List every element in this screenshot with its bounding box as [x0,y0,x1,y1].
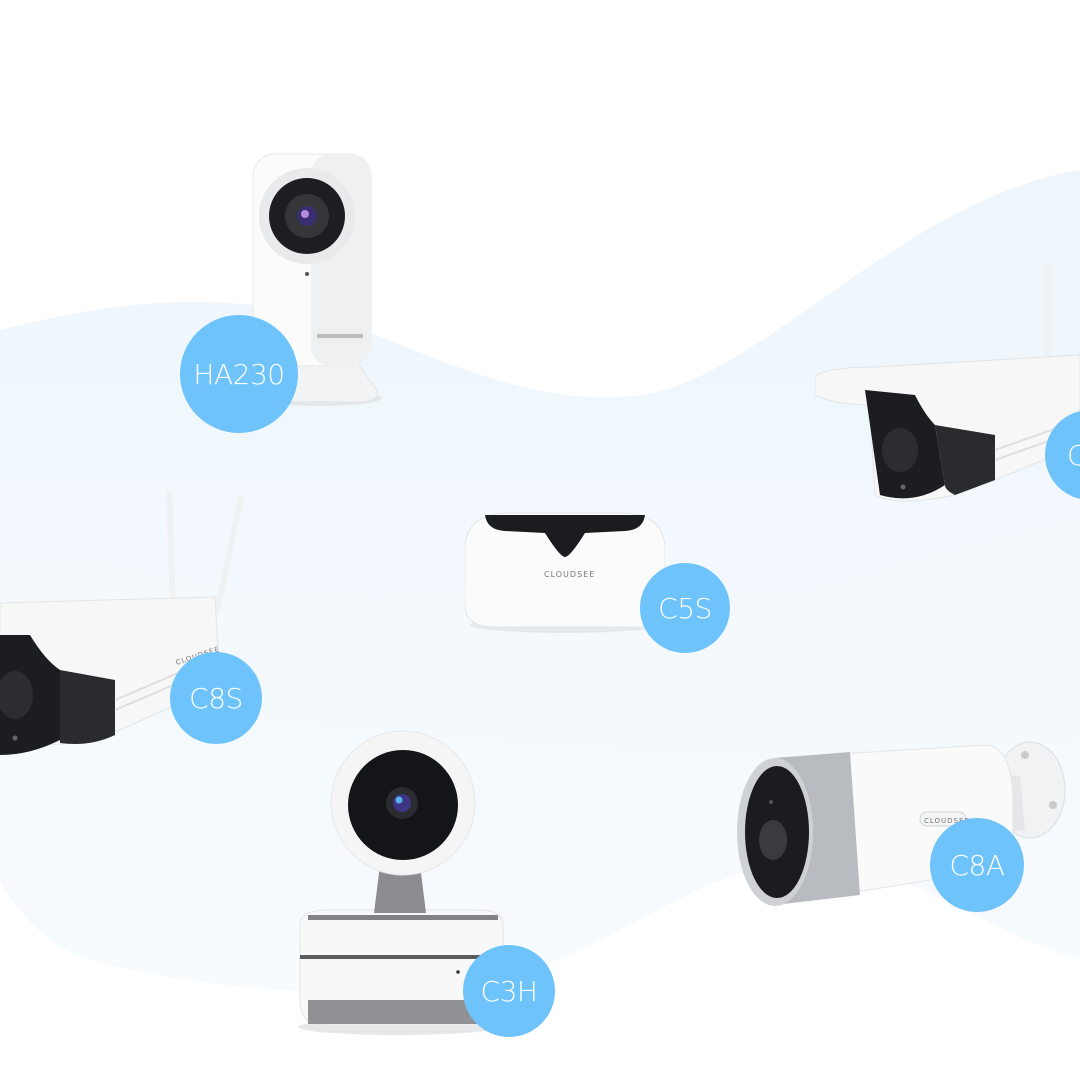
model-badge-c3h: C3H [463,945,555,1037]
bullet-camera-dual-antenna-icon [0,490,244,755]
model-label: C [1067,438,1080,472]
product-ha230 [245,150,385,410]
model-badge-c8s: C8S [170,652,262,744]
model-badge-c8a: C8A [930,818,1024,912]
model-badge-ha230: HA230 [180,315,298,433]
model-badge-c5s: C5S [640,563,730,653]
bullet-camera-icon [814,260,1080,502]
brand-logo-c8a: CLOUDSEE [924,817,970,825]
product-c8s [0,485,245,765]
product-bullet-right [814,255,1080,515]
model-label: C8S [189,681,243,715]
pan-tilt-camera-icon [464,512,666,633]
model-label: HA230 [193,357,285,391]
model-label: C5S [658,591,712,625]
brand-logo-c5s: CLOUDSEE [544,570,596,579]
product-c5s [464,335,666,635]
model-label: C8A [949,848,1005,882]
model-label: C3H [480,974,538,1008]
ball-camera-icon [298,730,504,1035]
cube-camera-icon [252,153,382,406]
product-c3h [298,725,508,1035]
